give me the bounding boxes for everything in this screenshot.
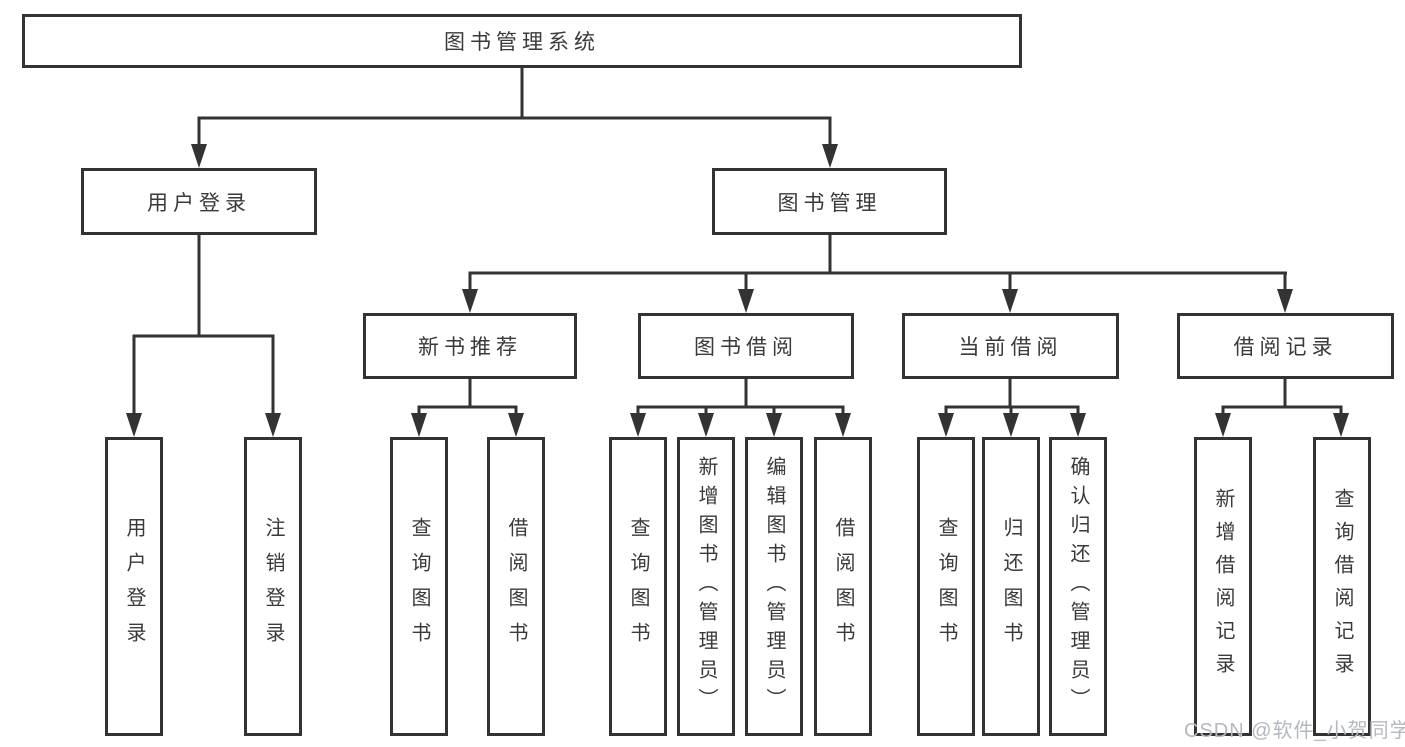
leaf-logout-label: 注销登录 [262, 516, 284, 657]
leaf-borrow-books-recommend: 借阅图书 [487, 437, 545, 736]
node-library-system: 图书管理系统 [22, 14, 1022, 68]
leaf-add-books-admin-label: 新增图书（管理员） [695, 456, 717, 717]
arrowheads-userlogin-leaves [126, 413, 281, 437]
node-new-book-recommend-label: 新书推荐 [418, 336, 522, 359]
leaf-return-books-label: 归还图书 [1000, 516, 1022, 657]
node-user-login: 用户登录 [81, 168, 317, 235]
connector-userlogin-to-leaves [132, 235, 275, 419]
arrowheads-records-leaves [1215, 413, 1349, 437]
leaf-user-login-label: 用户登录 [123, 516, 145, 657]
leaf-query-books-borrow: 查询图书 [609, 437, 667, 736]
leaf-logout: 注销登录 [244, 437, 302, 736]
node-current-borrowing-label: 当前借阅 [958, 336, 1063, 359]
leaf-confirm-return-admin-label: 确认归还（管理员） [1067, 456, 1089, 717]
connector-records-to-leaves [1221, 379, 1343, 420]
leaf-edit-books-admin-label: 编辑图书（管理员） [763, 456, 785, 717]
leaf-return-books: 归还图书 [982, 437, 1040, 736]
node-book-borrowing: 图书借阅 [638, 313, 854, 379]
arrowheads-borrow-leaves [630, 413, 851, 437]
node-book-management-label: 图书管理 [777, 191, 882, 215]
leaf-query-borrow-record: 查询借阅记录 [1313, 437, 1371, 736]
node-current-borrowing: 当前借阅 [902, 313, 1119, 379]
leaf-edit-books-admin: 编辑图书（管理员） [745, 437, 803, 736]
leaf-query-books-borrow-label: 查询图书 [627, 516, 649, 657]
node-library-system-label: 图书管理系统 [444, 31, 600, 54]
leaf-add-borrow-record: 新增借阅记录 [1194, 437, 1252, 736]
arrowheads-recommend-leaves [411, 413, 524, 437]
connector-borrow-to-leaves [636, 379, 845, 420]
node-new-book-recommend: 新书推荐 [363, 313, 577, 379]
leaf-query-books-current: 查询图书 [917, 437, 975, 736]
leaf-query-books-recommend: 查询图书 [390, 437, 448, 736]
node-borrowing-records: 借阅记录 [1177, 313, 1394, 379]
connector-root-to-level2 [197, 68, 832, 150]
arrowheads-level2 [191, 144, 838, 168]
leaf-add-books-admin: 新增图书（管理员） [677, 437, 735, 736]
node-borrowing-records-label: 借阅记录 [1233, 336, 1338, 359]
connector-recommend-to-leaves [417, 379, 518, 420]
leaf-query-books-current-label: 查询图书 [935, 516, 957, 657]
connector-bookmgmt-to-level3 [468, 235, 1287, 295]
csdn-watermark: CSDN @软件_小贺同学 [1184, 720, 1405, 742]
arrowheads-current-leaves [938, 413, 1086, 437]
leaf-add-borrow-record-label: 新增借阅记录 [1212, 487, 1234, 686]
arrowheads-level3 [462, 289, 1293, 313]
leaf-borrow-books: 借阅图书 [814, 437, 872, 736]
node-book-management: 图书管理 [712, 168, 947, 235]
leaf-query-borrow-record-label: 查询借阅记录 [1331, 487, 1353, 686]
leaf-user-login: 用户登录 [105, 437, 163, 736]
leaf-borrow-books-recommend-label: 借阅图书 [505, 516, 527, 657]
leaf-confirm-return-admin: 确认归还（管理员） [1049, 437, 1107, 736]
node-user-login-label: 用户登录 [147, 191, 251, 215]
leaf-borrow-books-label: 借阅图书 [832, 516, 854, 657]
node-book-borrowing-label: 图书借阅 [694, 336, 798, 359]
leaf-query-books-recommend-label: 查询图书 [408, 516, 430, 657]
